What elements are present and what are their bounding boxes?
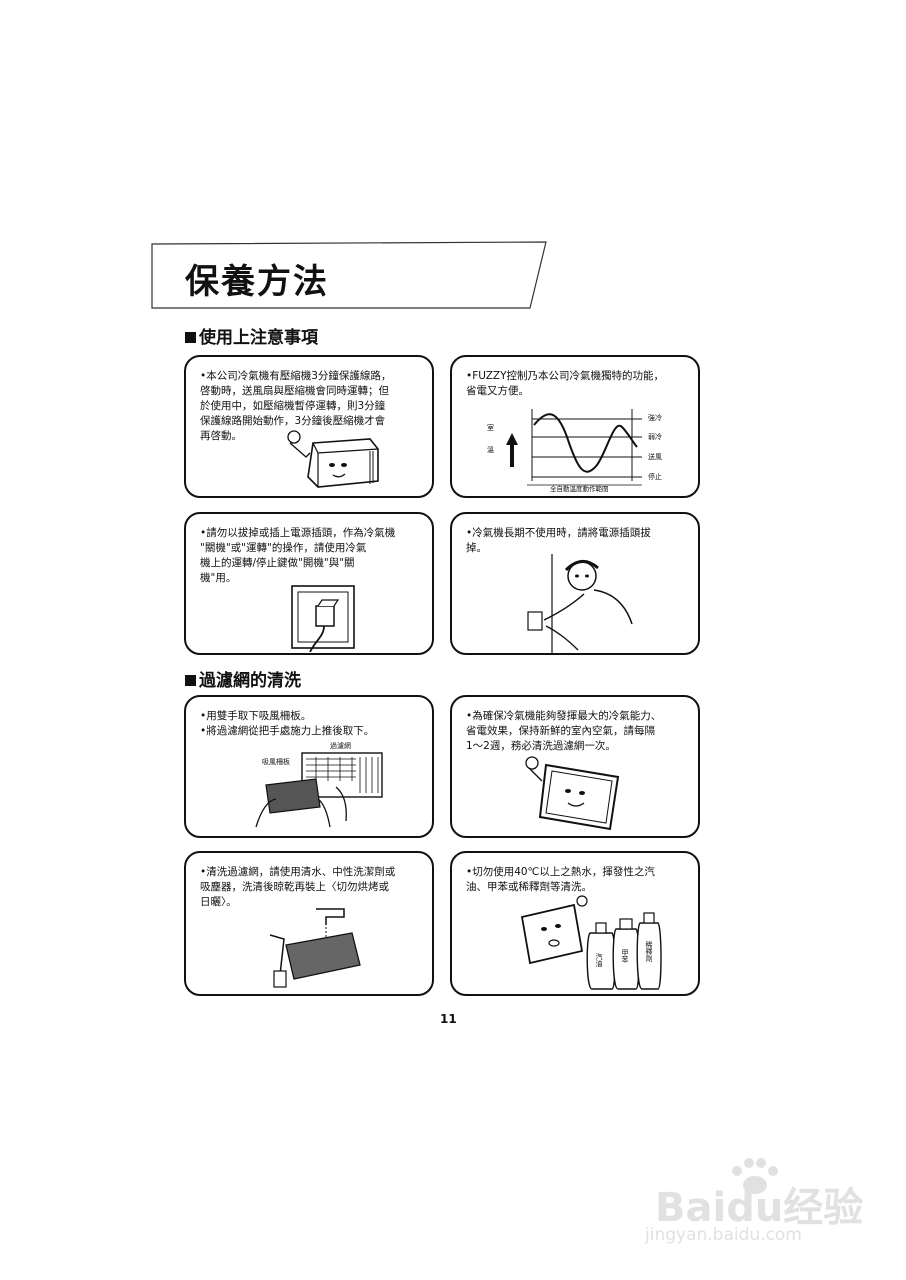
card-fuzzy-control: •FUZZY控制乃本公司冷氣機獨特的功能， 省電又方便。 室 溫 強冷 弱冷 送… bbox=[450, 355, 700, 498]
card-power-plug-warning: •請勿以拔掉或插上電源插頭，作為冷氣機 "關機"或"運轉"的操作，請使用冷氣 機… bbox=[184, 512, 434, 655]
aircon-character-illustration bbox=[287, 430, 379, 488]
room-temp-label: 室 溫 bbox=[487, 424, 494, 454]
filter-character-illustration bbox=[525, 756, 620, 831]
solvent-warning-illustration: 汽油 甲苯 稀釋劑 bbox=[512, 893, 662, 993]
person-unplugging-illustration bbox=[527, 554, 633, 654]
level-fan: 送風 bbox=[648, 453, 662, 461]
card-unplug-long-term: •冷氣機長期不使用時，請將電源插頭拔 掉。 bbox=[450, 512, 700, 655]
filter-drawing bbox=[255, 752, 383, 828]
fuzzy-caption: 全自動溫度動作範圍 bbox=[550, 485, 609, 493]
card-wash-filter: •清洗過濾網，請使用清水、中性洗潔劑或 吸塵器，洗清後晾乾再裝上〈切勿烘烤或 日… bbox=[184, 851, 434, 996]
page-title: 保養方法 bbox=[185, 262, 329, 302]
card-no-hot-water-solvents: •切勿使用40℃以上之熱水，揮發性之汽 油、甲苯或稀釋劑等清洗。 汽油 甲苯 稀… bbox=[450, 851, 700, 996]
square-bullet-icon bbox=[185, 675, 196, 686]
card-text: •清洗過濾網，請使用清水、中性洗潔劑或 吸塵器，洗清後晾乾再裝上〈切勿烘烤或 日… bbox=[200, 866, 396, 908]
grille-label: 吸風柵板 bbox=[262, 758, 290, 766]
baidu-watermark: Baidu经验 jingyan.baidu.com bbox=[645, 1155, 865, 1245]
section-heading-usage: 使用上注意事項 bbox=[185, 323, 318, 348]
card-text: •用雙手取下吸風柵板。 •將過濾網從把手處施力上推後取下。 bbox=[200, 710, 375, 737]
level-stop: 停止 bbox=[648, 473, 662, 481]
section-heading-filter-cleaning: 過濾網的清洗 bbox=[185, 666, 301, 691]
watermark-brand: Baidu经验 bbox=[655, 1185, 864, 1231]
level-weak-cool: 弱冷 bbox=[648, 433, 662, 441]
filter-label: 過濾網 bbox=[330, 742, 351, 750]
section-heading-text: 使用上注意事項 bbox=[199, 328, 318, 348]
card-text: •切勿使用40℃以上之熱水，揮發性之汽 油、甲苯或稀釋劑等清洗。 bbox=[466, 866, 655, 893]
card-remove-filter: •用雙手取下吸風柵板。 •將過濾網從把手處施力上推後取下。 過濾網 吸風柵板 bbox=[184, 695, 434, 838]
level-strong-cool: 強冷 bbox=[648, 414, 662, 422]
page-number: 11 bbox=[440, 1012, 457, 1026]
paw-icon bbox=[732, 1158, 778, 1194]
fuzzy-diagram-lines bbox=[506, 409, 642, 486]
bottle-gasoline-label: 汽油 bbox=[595, 953, 603, 967]
title-banner-frame bbox=[151, 241, 547, 309]
fuzzy-diagram: 室 溫 強冷 弱冷 送風 停止 全自動溫度動作範圍 bbox=[482, 405, 682, 493]
card-text: •請勿以拔掉或插上電源插頭，作為冷氣機 "關機"或"運轉"的操作，請使用冷氣 機… bbox=[200, 527, 396, 584]
wall-outlet-plug-illustration bbox=[291, 585, 355, 652]
solvent-drawing bbox=[520, 895, 662, 990]
square-bullet-icon bbox=[185, 332, 196, 343]
card-text: •本公司冷氣機有壓縮機3分鐘保護線路， 啓動時，送風扇與壓縮機會同時運轉；但 於… bbox=[200, 370, 392, 442]
card-text: •為確保冷氣機能夠發揮最大的冷氣能力、 省電效果，保持新鮮的室內空氣，請每隔 1… bbox=[466, 710, 662, 752]
card-text: •FUZZY控制乃本公司冷氣機獨特的功能， 省電又方便。 bbox=[466, 370, 665, 397]
card-text: •冷氣機長期不使用時，請將電源插頭拔 掉。 bbox=[466, 527, 651, 554]
card-clean-every-two-weeks: •為確保冷氣機能夠發揮最大的冷氣能力、 省電效果，保持新鮮的室內空氣，請每隔 1… bbox=[450, 695, 700, 838]
bottle-thinner-label: 稀釋劑 bbox=[645, 941, 653, 962]
washing-filter-illustration bbox=[269, 908, 361, 988]
card-compressor-protection: •本公司冷氣機有壓縮機3分鐘保護線路， 啓動時，送風扇與壓縮機會同時運轉；但 於… bbox=[184, 355, 434, 498]
section-heading-text: 過濾網的清洗 bbox=[199, 671, 301, 691]
title-banner: 保養方法 bbox=[150, 240, 550, 310]
watermark-url: jingyan.baidu.com bbox=[645, 1225, 802, 1245]
bottle-toluene-label: 甲苯 bbox=[621, 949, 629, 963]
remove-filter-illustration: 過濾網 吸風柵板 bbox=[246, 737, 426, 835]
